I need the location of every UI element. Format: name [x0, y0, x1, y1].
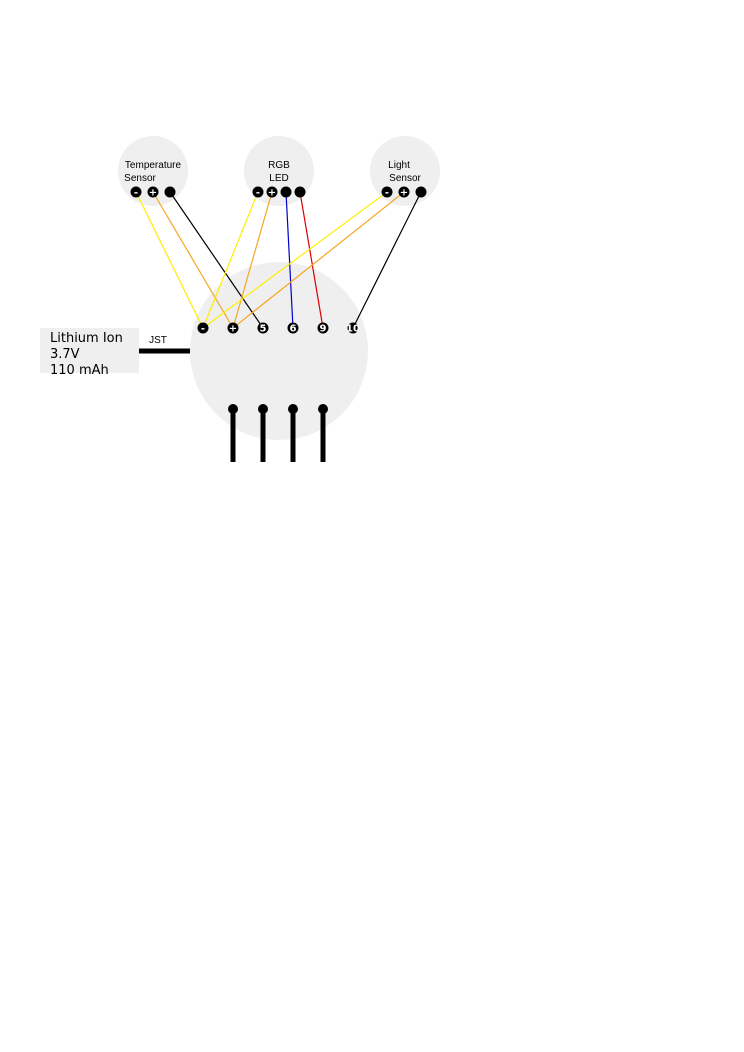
- wires-group: [135, 191, 422, 329]
- temperature-pin-pos: [147, 186, 159, 198]
- rgb-pin-neg: [252, 186, 264, 198]
- wire-light-pos: [232, 191, 405, 329]
- wire-light-signal: [352, 191, 422, 329]
- board-pin-neg-label: -: [201, 324, 205, 335]
- light-pin-neg: [381, 186, 393, 198]
- battery-capacity: 110 mAh: [50, 363, 109, 378]
- rgb-pin-4: [294, 186, 306, 198]
- leg-4-head: [318, 404, 328, 414]
- wire-temp-neg: [135, 191, 204, 329]
- board-pin-pos: [227, 322, 239, 334]
- board-pin-5-label: 5: [260, 324, 267, 335]
- temperature-pin-pos-label: +: [149, 188, 157, 199]
- leg-3-head: [288, 404, 298, 414]
- light-label-line2: Sensor: [389, 173, 421, 184]
- board-legs: [228, 404, 328, 462]
- wire-rgb-blue: [285, 191, 294, 329]
- temperature-label-line1: Temperature: [125, 160, 182, 171]
- light-pin-pos-label: +: [400, 188, 408, 199]
- light-pin-neg-label: -: [385, 188, 389, 199]
- light-pins: - +: [381, 186, 427, 199]
- battery-box: [40, 328, 139, 373]
- board-pin-5: [257, 322, 269, 334]
- leg-2-head: [258, 404, 268, 414]
- battery-type: Lithium Ion: [50, 331, 123, 346]
- rgb-label-line2: LED: [269, 173, 288, 184]
- jst-label: JST: [149, 335, 167, 346]
- temperature-pin-neg-label: -: [134, 188, 138, 199]
- wire-rgb-pos: [232, 191, 273, 329]
- light-pin-pos: [398, 186, 410, 198]
- wire-temp-pos: [152, 191, 234, 329]
- light-pin-signal: [415, 186, 427, 198]
- board-pin-6: [287, 322, 299, 334]
- wire-rgb-neg: [202, 191, 259, 329]
- temperature-pin-signal: [164, 186, 176, 198]
- board-pin-9-label: 9: [320, 324, 327, 335]
- board-pin-9: [317, 322, 329, 334]
- main-board: [190, 262, 368, 440]
- rgb-pin-3: [280, 186, 292, 198]
- board-pin-pos-label: +: [229, 324, 237, 335]
- board-pin-10-label: 10: [346, 324, 360, 335]
- wire-light-neg: [202, 191, 388, 329]
- rgb-pin-pos: [266, 186, 278, 198]
- temperature-label-line2: Sensor: [124, 173, 156, 184]
- rgb-led-pins: - +: [252, 186, 306, 199]
- board-pin-6-label: 6: [290, 324, 297, 335]
- rgb-label-line1: RGB: [268, 160, 290, 171]
- wire-temp-signal: [169, 191, 264, 329]
- wire-rgb-red: [299, 191, 324, 329]
- temperature-pins: - +: [130, 186, 176, 199]
- board-pins: - + 5 6 9 10: [197, 322, 360, 335]
- rgb-pin-pos-label: +: [268, 188, 276, 199]
- light-label-line1: Light: [388, 160, 410, 171]
- leg-1-head: [228, 404, 238, 414]
- rgb-pin-neg-label: -: [256, 188, 260, 199]
- temperature-pin-neg: [130, 186, 142, 198]
- board-pin-10: [347, 322, 359, 334]
- battery-voltage: 3.7V: [50, 347, 80, 362]
- board-pin-neg: [197, 322, 209, 334]
